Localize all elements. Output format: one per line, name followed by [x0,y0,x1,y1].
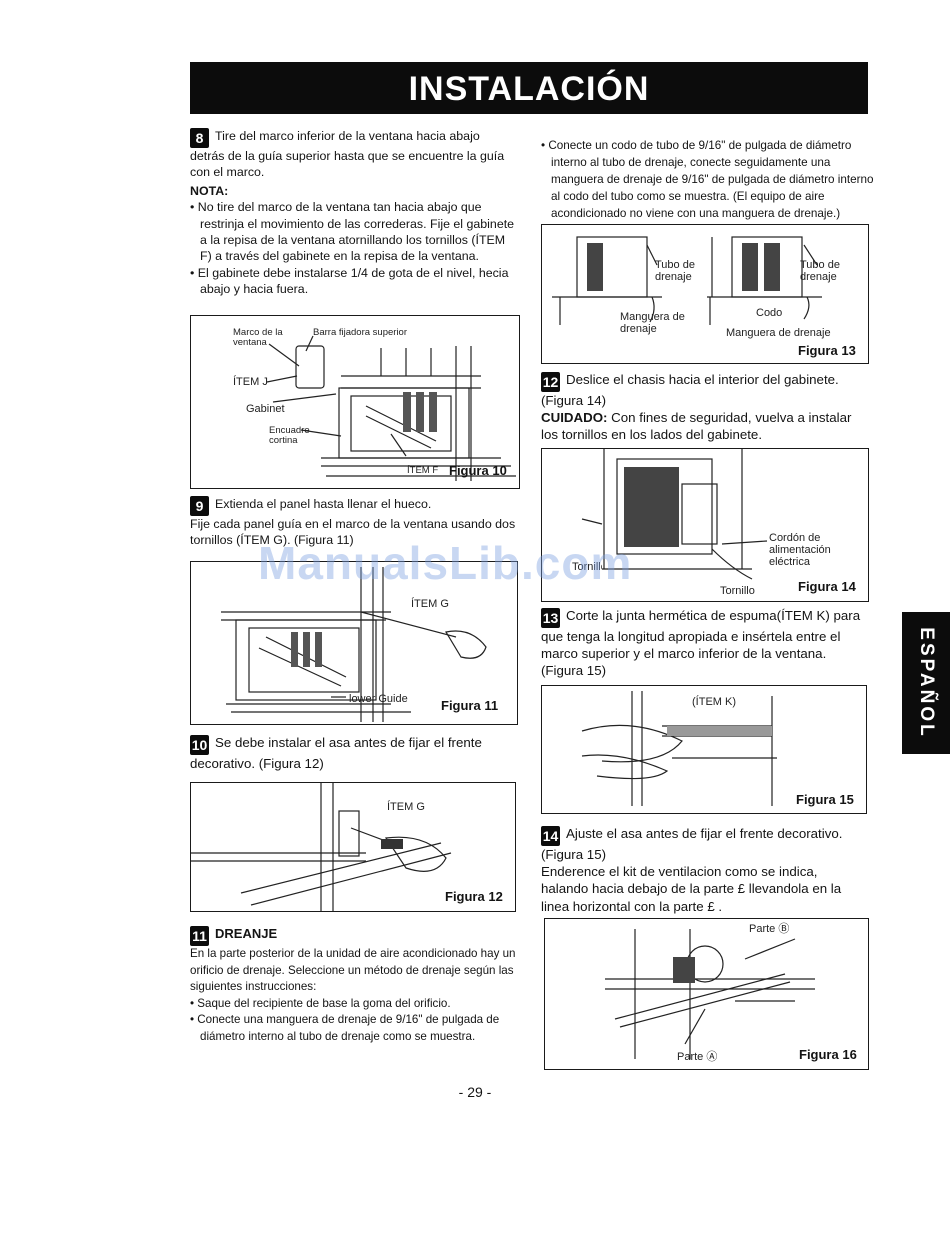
label-manguera-2: Manguera de drenaje [726,327,831,339]
page-title-banner: INSTALACIÓN [190,62,868,114]
label-item-j: ÍTEM J [233,376,268,388]
figure-13: Tubo de drenaje Tubo de drenaje Manguera… [541,224,869,364]
figure-15: (ÍTEM K) Figura 15 [541,685,867,814]
figure-11-illustration [221,567,487,722]
label-codo: Codo [756,307,783,319]
step-8-text: Tire del marco inferior de la ventana ha… [190,129,505,180]
step-number: 10 [190,735,209,755]
nota-label: NOTA: [190,183,229,198]
step-10-text: Se debe instalar el asa antes de fijar e… [190,735,482,771]
label-tornillo: Tornillo [720,585,755,597]
figure-caption: Figura 16 [799,1047,857,1062]
page-title: INSTALACIÓN [408,70,650,108]
step-number: 12 [541,372,560,392]
drain-bullet: • Conecte una manguera de drenaje de 9/1… [190,1013,500,1043]
figure-16: Parte Ⓑ Parte Ⓐ Figura 16 [544,918,869,1070]
figure-11: ÍTEM G lower Guide Figura 11 [190,561,518,725]
figure-caption: Figura 13 [798,343,856,358]
label-manguera-1: Manguera de drenaje [620,311,685,335]
figure-15-illustration [581,691,777,806]
drain-intro: • Conecte un codo de tubo de 9/16" de pu… [541,139,874,220]
step-number: 9 [190,496,209,516]
label-encuadre: Encuadre cortina [269,425,310,446]
step-12-text: Deslice el chasis hacia el interior del … [541,372,839,408]
step-number: 13 [541,608,560,628]
label-gabinet: Gabinet [246,403,285,415]
label-marco: Marco de la ventana [233,327,283,348]
page-number: - 29 - [458,1084,492,1100]
label-tornillo-left: Tornillo [572,561,602,573]
cuidado-text: Con fines de seguridad, vuelva a instala… [541,410,852,443]
label-tubo-2: Tubo de drenaje [800,259,840,283]
label-parte-b: Parte Ⓑ [749,923,790,935]
step-13-text: Corte la junta hermética de espuma(ÍTEM … [541,608,861,679]
label-tubo-1: Tubo de drenaje [655,259,695,283]
step-11: 11 DREANJE En la parte posterior de la un… [190,926,516,1046]
label-item-k: (ÍTEM K) [692,696,736,708]
label-parte-a: Parte Ⓐ [677,1051,718,1063]
watermark: ManualsLib.com [258,537,633,589]
language-tab-label: ESPAÑOL [916,627,937,739]
step-number: 11 [190,926,209,946]
figure-caption: Figura 14 [798,579,856,594]
step-9-text: Extienda el panel hasta llenar el hueco. [215,497,432,511]
figure-caption: Figura 15 [796,792,854,807]
figure-caption: Figura 12 [445,889,503,904]
figure-16-illustration [605,929,815,1059]
step-11-text: En la parte posterior de la unidad de ai… [190,947,516,994]
step-14-text: Ajuste el asa antes de fijar el frente d… [541,826,843,862]
step-14-text-2: Enderence el kit de ventilacion como se … [541,864,842,914]
figure-10: Marco de la ventana Barra fijadora super… [190,315,520,489]
language-tab: ESPAÑOL [902,612,950,754]
nota-bullet: • No tire del marco de la ventana tan ha… [190,200,515,264]
figure-13-illustration [552,236,822,325]
label-item-g: ÍTEM G [387,801,425,813]
figure-12: ÍTEM G Figura 12 [190,782,516,912]
label-lower-guide: lower Guide [349,693,408,705]
step-9-text-2: Fije cada panel guía en el marco de la v… [190,517,516,548]
step-number: 8 [190,128,209,148]
figure-caption: Figura 11 [441,698,499,713]
drain-bullet: • Saque del recipiente de base la goma d… [190,996,451,1010]
figure-10-illustration [266,335,516,481]
step-11-title: DREANJE [215,926,278,941]
figure-14: Cordón de alimentación eléctrica Tornill… [541,448,869,602]
step-9: 9 Extienda el panel hasta llenar el hueco… [190,496,516,549]
figure-14-illustration [581,449,768,580]
figure-caption: Figura 10 [449,463,507,478]
label-item-f: ÍTEM F [407,465,439,476]
label-item-g: ÍTEM G [411,598,449,610]
label-cordon: Cordón de alimentación eléctrica [769,532,831,568]
cuidado-label: CUIDADO: [541,410,608,426]
label-barra: Barra fijadora superior [313,327,407,338]
nota-bullet: • El gabinete debe instalarse 1/4 de got… [190,265,509,297]
step-number: 14 [541,826,560,846]
figure-12-illustration [191,783,452,911]
